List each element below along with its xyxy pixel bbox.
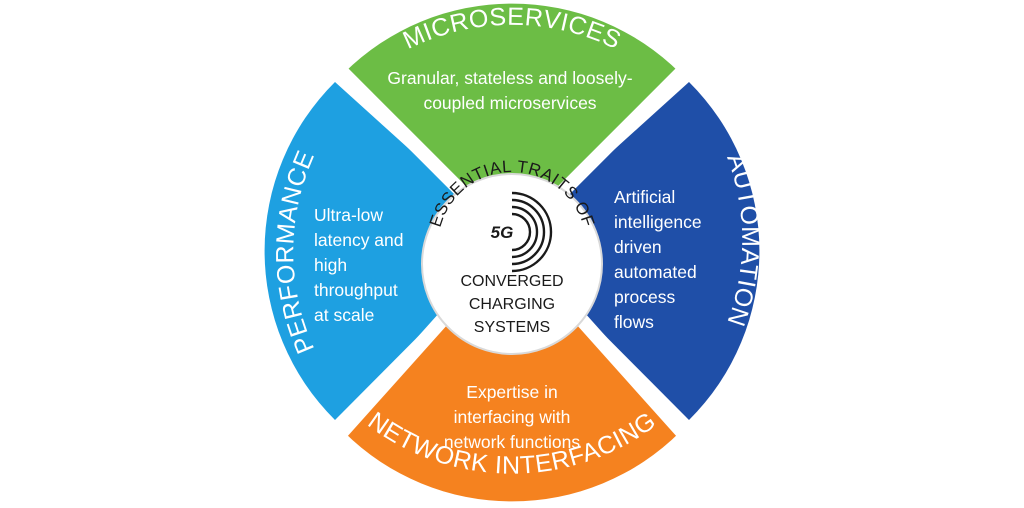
center-line-3: SYSTEMS: [474, 319, 550, 336]
description-line: interfacing with: [453, 407, 571, 427]
description-line: Granular, stateless and loosely-: [387, 68, 633, 88]
automation-description: Artificial intelligence driven automated…: [614, 185, 724, 335]
description-line: latency and: [314, 230, 404, 250]
performance-description: Ultra-low latency and high throughput at…: [314, 203, 424, 328]
description-line: intelligence: [614, 212, 702, 232]
microservices-description: Granular, stateless and loosely- coupled…: [360, 66, 660, 116]
network-interfacing-description: Expertise in interfacing with network fu…: [372, 380, 652, 455]
network-interfacing-segment: [344, 242, 680, 502]
description-line: coupled microservices: [423, 93, 597, 113]
center-line-1: CONVERGED: [460, 273, 563, 290]
description-line: high: [314, 255, 348, 275]
5g-signal-icon: [511, 191, 553, 273]
performance-segment: [264, 82, 512, 420]
description-line: throughput: [314, 280, 398, 300]
description-line: automated: [614, 262, 697, 282]
description-line: at scale: [314, 305, 375, 325]
description-line: Expertise in: [466, 382, 558, 402]
description-line: network functions: [443, 432, 581, 452]
microservices-segment: [344, 3, 680, 242]
description-line: Artificial: [614, 187, 676, 207]
description-line: driven: [614, 237, 662, 257]
description-line: process: [614, 287, 676, 307]
center-line-2: CHARGING: [469, 296, 555, 313]
description-line: Ultra-low: [314, 205, 384, 225]
5g-badge-label: 5G: [491, 223, 514, 242]
description-line: flows: [614, 312, 654, 332]
automation-segment: [512, 82, 760, 420]
